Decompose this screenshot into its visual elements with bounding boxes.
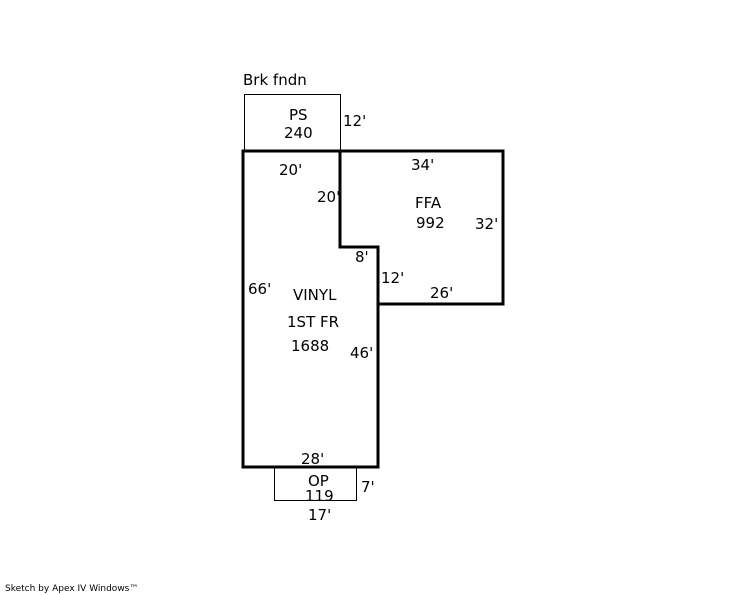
- top-left-dimension: 20': [279, 161, 303, 179]
- foundation-label: Brk fndn: [243, 71, 307, 89]
- right-46-dimension: 46': [350, 344, 374, 362]
- ffa-area-label: 992: [416, 214, 445, 232]
- main-area-label: 1688: [291, 337, 330, 355]
- op-area-label: 119: [305, 487, 334, 505]
- ps-name-label: PS: [289, 106, 308, 124]
- ffa-top-dimension: 34': [411, 156, 435, 174]
- op-name-label: OP: [308, 472, 329, 490]
- bottom-28-dimension: 28': [301, 450, 325, 468]
- main-name-label: VINYL: [293, 286, 337, 304]
- op-outline: [274, 467, 357, 501]
- ffa-right-dimension: 32': [475, 215, 499, 233]
- main-floor-label: 1ST FR: [287, 313, 340, 331]
- ffa-bottom-dimension: 26': [430, 284, 454, 302]
- ps-area-label: 240: [284, 124, 313, 142]
- step-8-dimension: 8': [355, 248, 369, 266]
- op-depth-dimension: 7': [361, 478, 375, 496]
- op-width-dimension: 17': [308, 506, 332, 524]
- main-floor-outline: [241, 149, 380, 469]
- left-66-dimension: 66': [248, 280, 272, 298]
- footer-credit: Sketch by Apex IV Windows™: [5, 584, 139, 594]
- ffa-outline: [338, 149, 505, 306]
- inner-dimension: 20': [317, 188, 341, 206]
- ps-depth-dimension: 12': [343, 112, 367, 130]
- ffa-name-label: FFA: [415, 194, 442, 212]
- step-12-dimension: 12': [381, 269, 405, 287]
